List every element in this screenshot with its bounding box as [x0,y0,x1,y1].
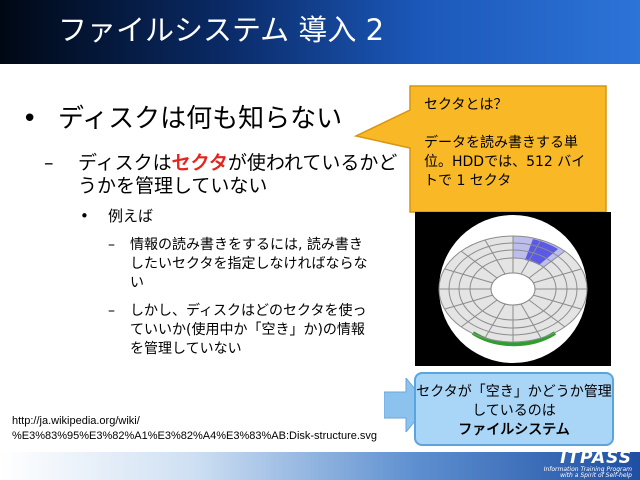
itpass-logo: ITPASS Information Training Program with… [544,450,632,479]
highlight-sector: セクタ [171,152,228,174]
bullet-mark: • [80,207,89,225]
bullet-level4-text: しかし、ディスクはどのセクタを使っていいか(使用中か「空き」か)の情報を管理して… [130,303,367,357]
bullet-dash: – [44,152,54,174]
callout-title: セクタとは？ [424,97,508,113]
bullet-dash: – [108,237,115,253]
footer-bar [0,452,640,480]
bullet-level1-text: ディスクは何も知らない [58,104,343,134]
bullet-dash: – [108,303,115,319]
logo-sub1: Information Training Program [543,466,632,473]
bullet-level2-text: ディスクはセクタが使われているかどうかを管理していない [78,152,398,198]
slide-title: ファイルシステム 導入 2 [58,13,385,47]
disk-diagram [438,215,588,363]
logo-sub2: with a Spirit of Self-help [560,472,632,479]
bullet-level2-pre: ディスクは [78,152,172,174]
bullet-level4-text: 情報の読み書きをするには, 読み書きしたいセクタを指定しなければならない [130,237,368,291]
source-url-line1: http://ja.wikipedia.org/wiki/ [12,415,140,427]
source-url-line2: %E3%83%95%E3%82%A1%E3%82%A4%E3%83%AB:Dis… [12,430,378,442]
filesystem-callout: セクタが「空き」かどうか管理しているのは ファイルシステム [414,372,614,446]
callout-shape [353,85,607,213]
filesystem-callout-strong: ファイルシステム [458,422,570,438]
callout-body: データを読み書きする単位。HDDでは、512 バイトで 1 セクタ [424,135,586,189]
sector-callout: セクタとは？ データを読み書きする単位。HDDでは、512 バイトで 1 セクタ [352,84,608,214]
disk-structure-image [415,212,611,366]
source-url[interactable]: http://ja.wikipedia.org/wiki/ %E3%83%95%… [12,414,377,444]
bullet-level3-text: 例えば [108,207,154,225]
title-bar: ファイルシステム 導入 2 [0,0,640,64]
bullet-mark: • [22,104,38,134]
logo-name: ITPASS [560,448,632,468]
filesystem-callout-text: セクタが「空き」かどうか管理しているのは [416,384,612,419]
bullet-level2-post: が使われているかどうかを管理していない [78,152,398,197]
